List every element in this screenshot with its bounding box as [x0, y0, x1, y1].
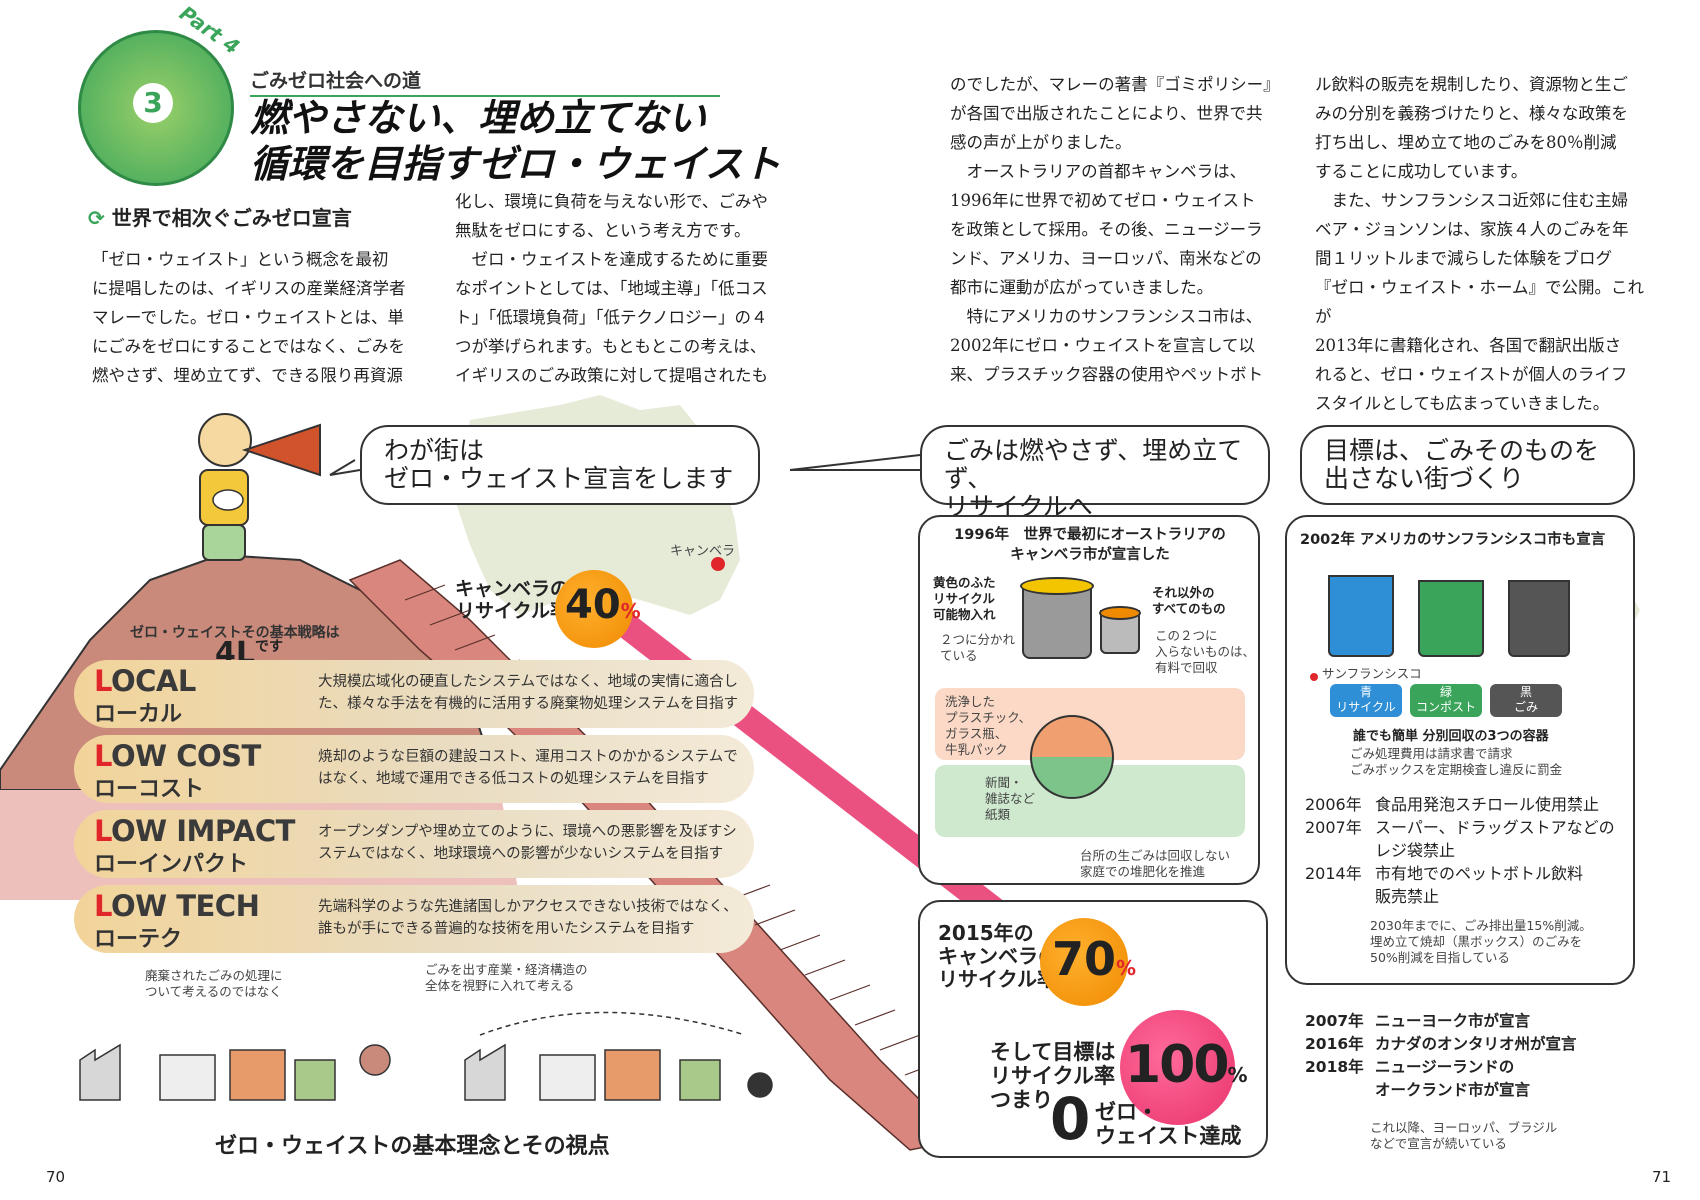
yellow-bin-icon [1020, 577, 1094, 659]
bin-label-green: 緑コンポスト [1410, 684, 1482, 717]
strategy-low-cost: LOW COST ローコスト 焼却のような巨額の建設コスト、運用コストのかかるシ… [74, 735, 754, 803]
page-number-left: 70 [46, 1168, 66, 1186]
recycle-icon: ⟳ [88, 206, 105, 230]
blue-bin-icon [1328, 575, 1394, 657]
timeline-item: 2014年市有地でのペットボトル飲料 [1305, 864, 1584, 883]
canberra-label: キャンベラ [670, 544, 736, 559]
city-item: 2016年カナダのオンタリオ州が宣言 [1305, 1035, 1577, 1053]
title-line-2: 循環を目指すゼロ・ウェイスト [250, 142, 781, 186]
after-note: これ以降、ヨーロッパ、ブラジルなどで宣言が続いている [1370, 1120, 1558, 1151]
city-item: 2007年ニューヨーク市が宣言 [1305, 1012, 1531, 1030]
column-2: 化し、環境に負荷を与えない形で、ごみや無駄をゼロにする、という考え方です。 ゼロ… [455, 192, 769, 385]
washed-note: 洗浄したプラスチック、ガラス瓶、牛乳パック [945, 694, 1032, 757]
section-heading: ⟳ 世界で相次ぐごみゼロ宣言 [88, 206, 352, 230]
rate-100-label: そして目標はリサイクル率つまり [990, 1040, 1116, 1112]
sf-dot [1310, 673, 1318, 681]
column-4: ル飲料の販売を規制したり、資源物と生ごみの分別を義務づけたりと、様々な政策を打ち… [1315, 75, 1645, 413]
bottom-caption: ゼロ・ウェイストの基本理念とその視点 [215, 1134, 610, 1159]
factory-scene-left [79, 1043, 391, 1101]
not-in-note: この２つに入らないものは、有料で回収 [1155, 628, 1256, 675]
city-item: 2018年ニュージーランドの [1305, 1058, 1515, 1076]
rate-100-circle [1120, 1010, 1235, 1125]
page-number-right: 71 [1652, 1168, 1672, 1186]
sorting-circle [1030, 715, 1114, 799]
paper-note: 新聞・雑誌など紙類 [985, 775, 1036, 822]
sf-title: 2002年 アメリカのサンフランシスコ市も宣言 [1300, 532, 1606, 548]
rate-40-circle [555, 570, 633, 648]
column-3: のでしたが、マレーの著書『ゴミポリシー』が各国で出版されたことにより、世界で共感… [950, 75, 1280, 384]
bin-label-blue: 青リサイクル [1330, 684, 1402, 717]
sf-city-label: サンフランシスコ [1322, 666, 1422, 681]
title-line-1: 燃やさない、埋め立てない [250, 96, 707, 140]
rate-100-value: 100% [1125, 1035, 1248, 1095]
green-bin-icon [1418, 580, 1484, 657]
factory-scene-right [464, 1011, 773, 1101]
speech-bubble-right: 目標は、ごみそのものを出さない街づくり [1300, 425, 1635, 505]
strategy-low-impact: LOW IMPACT ローインパクト オープンダンプや埋め立てのように、環境への… [74, 810, 754, 878]
note-structure: ごみを出す産業・経済構造の全体を視野に入れて考える [425, 962, 588, 993]
canberra-dot [711, 557, 725, 571]
note-disposal: 廃棄されたごみの処理について考えるのではなく [145, 968, 283, 999]
bins-caption: 誰でも簡単 分別回収の3つの容器 [1353, 729, 1549, 744]
yellow-lid-label: 黄色のふたリサイクル可能物入れ [933, 575, 996, 622]
chapter-number: 3 [133, 83, 173, 123]
column-1: 「ゼロ・ウェイスト」という概念を最初に提唱したのは、イギリスの産業経済学者マレー… [92, 250, 406, 385]
fee-note: ごみ処理費用は請求書で請求ごみボックスを定期検査し違反に罰金 [1350, 746, 1563, 777]
rate-70-value: 70% [1052, 932, 1137, 986]
rate-70-label: 2015年のキャンベラのリサイクル率 [938, 921, 1058, 991]
canberra-title: 1996年 世界で最初にオーストラリアのキャンベラ市が宣言した [954, 527, 1226, 563]
other-cities: 2007年ニューヨーク市が宣言 2016年カナダのオンタリオ州が宣言 2018年… [1305, 1012, 1577, 1099]
strategy-low-tech: LOW TECH ローテク 先端科学のような先進諸国しかアクセスできない技術では… [74, 885, 754, 953]
orange-bin-icon [1099, 606, 1141, 654]
speech-bubble-left: わが街はゼロ・ウェイスト宣言をします [360, 425, 760, 505]
bin-label-black: 黒ごみ [1490, 684, 1562, 717]
other-label: それ以外のすべてのもの [1152, 585, 1226, 616]
rate-40-value: 40% [565, 582, 641, 628]
rate-70-circle [1040, 918, 1128, 1006]
sf-timeline: 2006年食品用発泡スチロール使用禁止 2007年スーパー、ドラッグストアなどの… [1305, 795, 1615, 906]
strategy-intro: ゼロ・ウェイストその基本戦略は [130, 625, 340, 641]
kicker: ごみゼロ社会への道 [250, 66, 720, 97]
page-title: 燃やさない、埋め立てない 循環を目指すゼロ・ウェイスト [250, 95, 781, 187]
zero-number: 0 [1050, 1085, 1091, 1153]
compost-note: 台所の生ごみは回収しない家庭での堆肥化を推進 [1080, 848, 1231, 879]
strategy-local: LOCAL ローカル 大規模広域化の硬直したシステムではなく、地域の実情に適合し… [74, 660, 754, 728]
megaphone-woman [198, 413, 321, 561]
black-bin-icon [1508, 580, 1570, 657]
timeline-item: 2007年スーパー、ドラッグストアなどの [1305, 818, 1615, 837]
two-split-note: ２つに分かれている [940, 632, 1016, 663]
chapter-badge: 3 [78, 30, 234, 186]
timeline-item: 2006年食品用発泡スチロール使用禁止 [1305, 795, 1600, 814]
zero-waste-label: ゼロ・ウェイスト達成 [1095, 1100, 1242, 1148]
speech-bubble-middle: ごみは燃やさず、埋め立てず、リサイクルへ [920, 425, 1270, 521]
rate-40-label: キャンベラのリサイクル率 [455, 578, 570, 622]
